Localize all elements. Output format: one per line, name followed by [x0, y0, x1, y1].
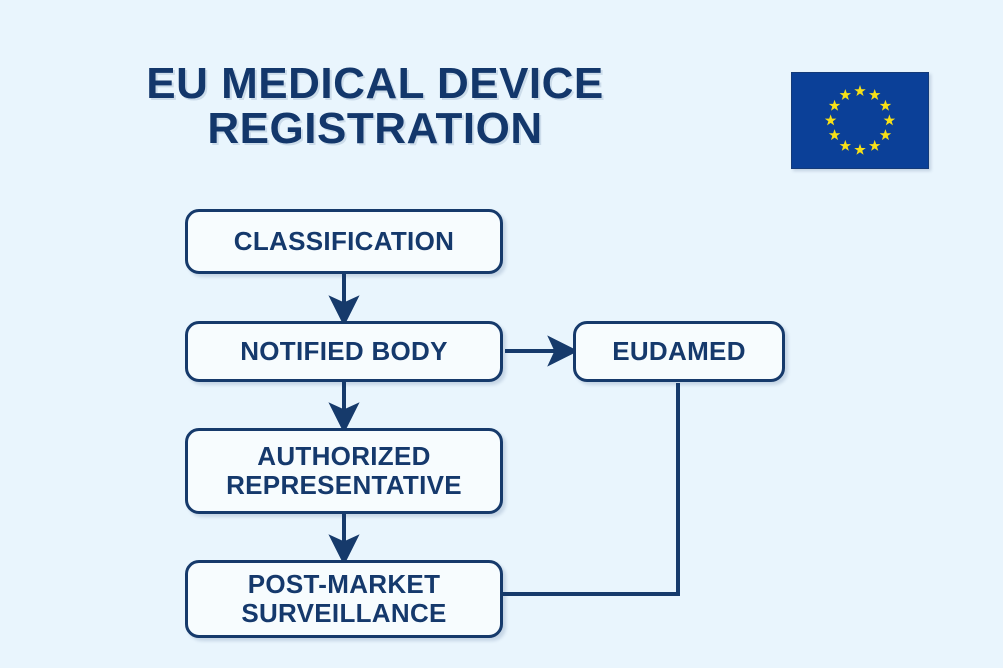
- node-authorized-representative[interactable]: AUTHORIZED REPRESENTATIVE: [185, 428, 503, 514]
- european-union-flag-icon: [791, 72, 929, 169]
- node-authorized-representative-label: AUTHORIZED REPRESENTATIVE: [226, 440, 462, 500]
- edge-post-market-to-eudamed: [503, 383, 680, 596]
- node-classification[interactable]: CLASSIFICATION: [185, 209, 503, 274]
- node-classification-label: CLASSIFICATION: [233, 225, 455, 256]
- page-title: EU MEDICAL DEVICE REGISTRATION: [60, 59, 690, 153]
- page-title-line-1: EU MEDICAL DEVICE: [146, 59, 604, 108]
- page-title-line-2: REGISTRATION: [207, 103, 543, 153]
- node-eudamed[interactable]: EUDAMED: [573, 321, 785, 382]
- node-eudamed-label: EUDAMED: [612, 335, 746, 366]
- node-post-market-surveillance-label: POST-MARKET SURVEILLANCE: [241, 568, 447, 628]
- node-post-market-surveillance[interactable]: POST-MARKET SURVEILLANCE: [185, 560, 503, 638]
- node-notified-body-label: NOTIFIED BODY: [240, 335, 448, 366]
- node-notified-body[interactable]: NOTIFIED BODY: [185, 321, 503, 382]
